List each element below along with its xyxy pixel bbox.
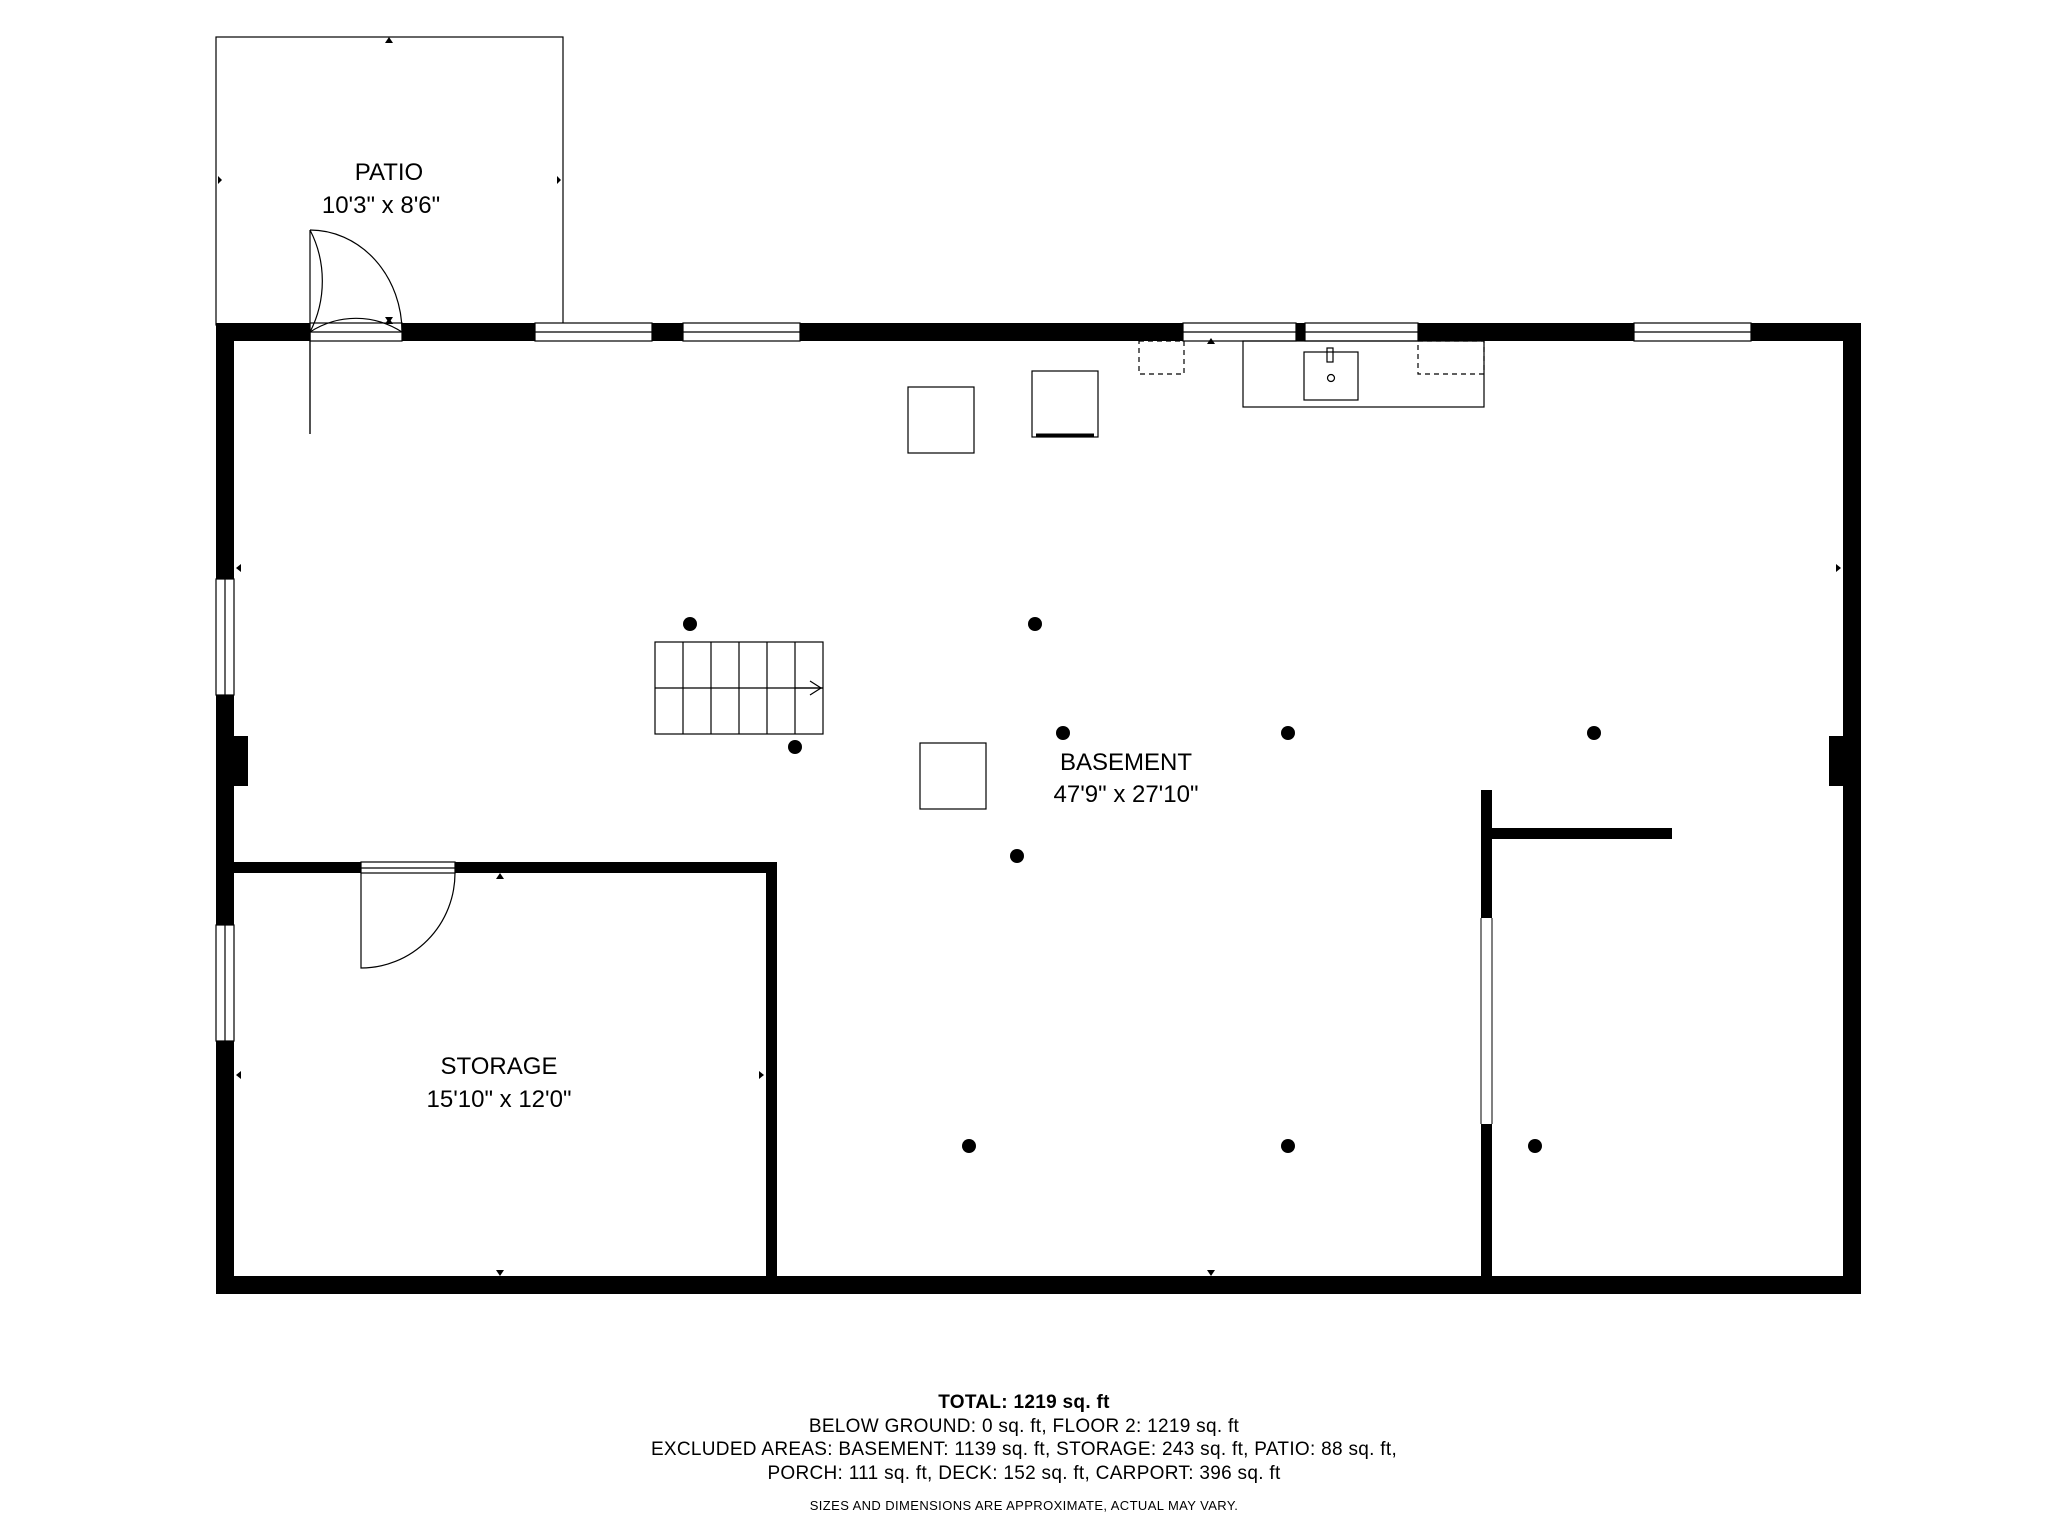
storage-name: STORAGE — [441, 1053, 558, 1080]
storage-door[interactable] — [360, 861, 456, 969]
area-summary: TOTAL: 1219 sq. ft BELOW GROUND: 0 sq. f… — [0, 1391, 2048, 1513]
basement-dimensions: 47'9" x 27'10" — [1054, 781, 1199, 808]
stairs — [654, 641, 824, 735]
total-area: TOTAL: 1219 sq. ft — [938, 1392, 1110, 1413]
basement-dimension-markers — [236, 338, 1841, 1276]
disclaimer: SIZES AND DIMENSIONS ARE APPROXIMATE, AC… — [809, 1498, 1239, 1513]
basement-name: BASEMENT — [1060, 749, 1192, 776]
patio-dimensions: 10'3" x 8'6" — [322, 192, 440, 219]
storage-dimensions: 15'10" x 12'0" — [427, 1086, 572, 1113]
appliance-box — [1031, 370, 1099, 438]
partition-walls — [1481, 790, 1672, 1276]
appliance-box — [919, 742, 987, 810]
excluded-areas-line-2: PORCH: 111 sq. ft, DECK: 152 sq. ft, CAR… — [767, 1462, 1281, 1484]
support-posts — [683, 617, 1601, 1153]
left-wall-windows — [215, 578, 235, 1042]
below-ground-area: BELOW GROUND: 0 sq. ft, FLOOR 2: 1219 sq… — [808, 1415, 1240, 1437]
exterior-walls — [216, 323, 1861, 1294]
fixtures — [907, 340, 1485, 810]
patio-name: PATIO — [355, 159, 423, 186]
storage-walls — [234, 862, 777, 1276]
sink-icon — [1303, 351, 1359, 401]
top-wall-windows — [534, 322, 1752, 342]
excluded-areas-line-1: EXCLUDED AREAS: BASEMENT: 1139 sq. ft, S… — [650, 1439, 1398, 1460]
appliance-box — [907, 386, 975, 454]
patio-door[interactable] — [309, 229, 403, 434]
partition-opening — [1480, 918, 1493, 1124]
